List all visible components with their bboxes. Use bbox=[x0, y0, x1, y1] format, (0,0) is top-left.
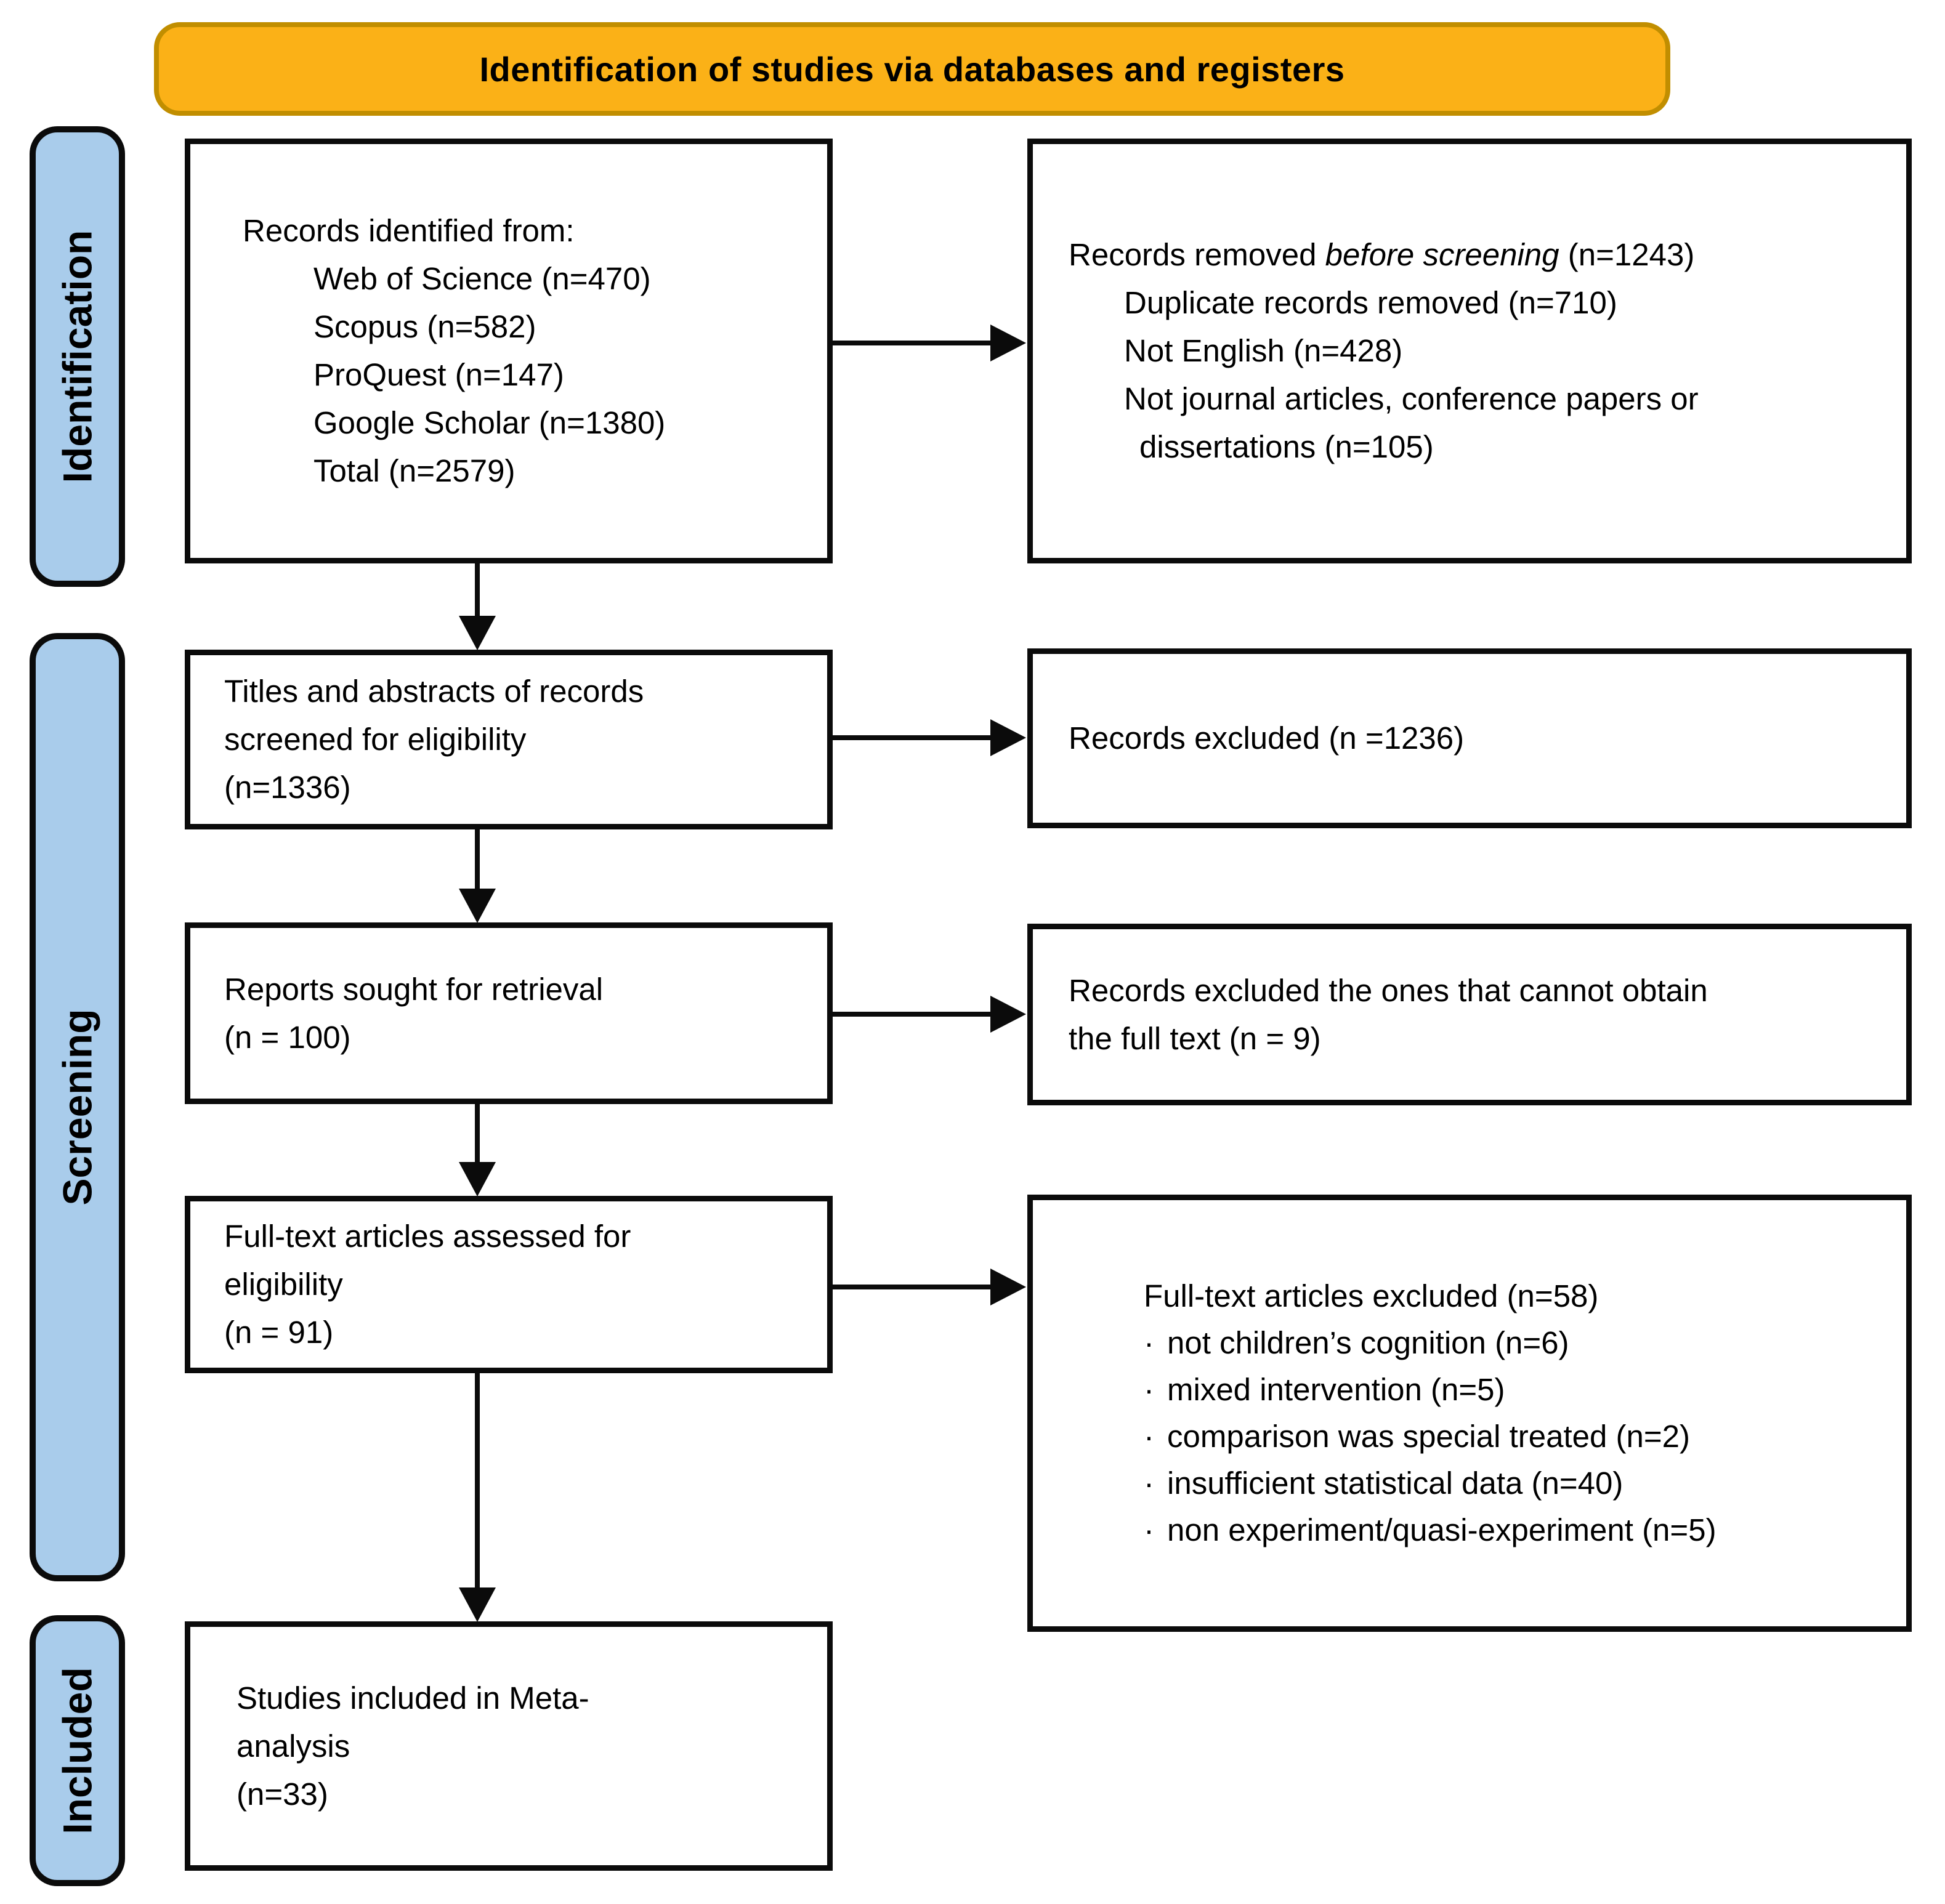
arrow-head-v2 bbox=[459, 889, 496, 923]
box-fulltext-excluded: Full-text articles excluded (n=58) · not … bbox=[1027, 1195, 1912, 1632]
text-line: (n=1336) bbox=[224, 770, 351, 805]
arrow-head-v3 bbox=[459, 1162, 496, 1196]
text-line: Scopus (n=582) bbox=[313, 309, 536, 344]
stage-label-included: Included bbox=[54, 1667, 100, 1834]
text-line: Records removed before screening (n=1243… bbox=[1069, 231, 1906, 279]
text-line: analysis bbox=[237, 1728, 350, 1764]
arrow-line-v3 bbox=[475, 1104, 480, 1162]
box-titles-screened: Titles and abstracts of records screened… bbox=[185, 650, 833, 829]
box-reports-sought: Reports sought for retrieval (n = 100) bbox=[185, 922, 833, 1104]
text-line: Not journal articles, conference papers … bbox=[1124, 381, 1699, 416]
text-line: (n = 100) bbox=[224, 1019, 351, 1055]
text-line: screened for eligibility bbox=[224, 722, 527, 757]
text-line: ProQuest (n=147) bbox=[313, 357, 564, 392]
bullet-dot: · bbox=[1144, 1325, 1154, 1360]
text-line: Not English (n=428) bbox=[1124, 333, 1403, 368]
bullet-dot: · bbox=[1144, 1419, 1154, 1454]
arrow-line-v4 bbox=[475, 1373, 480, 1587]
box-records-excluded: Records excluded (n =1236) bbox=[1027, 648, 1912, 828]
text-line: Studies included in Meta- bbox=[237, 1680, 589, 1716]
box-fulltext-assessed: Full-text articles assessed for eligibil… bbox=[185, 1196, 833, 1373]
text-segment: (n=1243) bbox=[1559, 237, 1695, 272]
text-line: Total (n=2579) bbox=[313, 453, 516, 488]
arrow-head-row2 bbox=[990, 719, 1026, 756]
text-line: mixed intervention (n=5) bbox=[1167, 1372, 1505, 1407]
arrow-head-v1 bbox=[459, 616, 496, 650]
text-line: Titles and abstracts of records bbox=[224, 674, 644, 709]
text-line: Records excluded (n =1236) bbox=[1069, 720, 1465, 756]
bullet-item: · non experiment/quasi-experiment (n=5) bbox=[1144, 1507, 1906, 1554]
text-line: comparison was special treated (n=2) bbox=[1167, 1419, 1690, 1454]
bullet-dot: · bbox=[1144, 1512, 1154, 1547]
bullet-dot: · bbox=[1144, 1372, 1154, 1407]
stage-bar-screening: Screening bbox=[30, 633, 125, 1581]
text-line: Full-text articles assessed for bbox=[224, 1219, 631, 1254]
arrow-head-row1 bbox=[990, 325, 1026, 361]
text-line: Reports sought for retrieval bbox=[224, 971, 604, 1007]
text-line: Google Scholar (n=1380) bbox=[313, 405, 666, 440]
text-line: not children’s cognition (n=6) bbox=[1167, 1325, 1569, 1360]
text-line: Duplicate records removed (n=710) bbox=[1124, 285, 1617, 320]
text-line: dissertations (n=105) bbox=[1139, 429, 1434, 464]
box-studies-included: Studies included in Meta- analysis (n=33… bbox=[185, 1621, 833, 1871]
box-records-removed: Records removed before screening (n=1243… bbox=[1027, 139, 1912, 563]
text-line: non experiment/quasi-experiment (n=5) bbox=[1167, 1512, 1717, 1547]
arrow-line-row4 bbox=[833, 1285, 994, 1289]
title-banner: Identification of studies via databases … bbox=[154, 22, 1670, 116]
text-line: (n = 91) bbox=[224, 1315, 334, 1350]
arrow-head-row3 bbox=[990, 996, 1026, 1033]
text-line: insufficient statistical data (n=40) bbox=[1167, 1466, 1624, 1501]
arrow-line-v2 bbox=[475, 829, 480, 889]
text-line: (n=33) bbox=[237, 1776, 328, 1812]
bullet-item: · insufficient statistical data (n=40) bbox=[1144, 1460, 1906, 1507]
bullet-item: · comparison was special treated (n=2) bbox=[1144, 1413, 1906, 1460]
arrow-head-v4 bbox=[459, 1587, 496, 1622]
bullet-item: · not children’s cognition (n=6) bbox=[1144, 1320, 1906, 1366]
stage-bar-included: Included bbox=[30, 1615, 125, 1886]
bullet-item: · mixed intervention (n=5) bbox=[1144, 1366, 1906, 1413]
arrow-line-row1 bbox=[833, 341, 994, 345]
arrow-line-row3 bbox=[833, 1012, 994, 1017]
text-line: Full-text articles excluded (n=58) bbox=[1144, 1278, 1599, 1313]
box-records-identified: Records identified from: Web of Science … bbox=[185, 139, 833, 563]
text-line: eligibility bbox=[224, 1267, 343, 1302]
text-line: Records identified from: bbox=[243, 213, 575, 248]
text-line: Records excluded the ones that cannot ob… bbox=[1069, 972, 1708, 1008]
arrow-line-row2 bbox=[833, 735, 994, 740]
box-records-excluded-no-fulltext: Records excluded the ones that cannot ob… bbox=[1027, 924, 1912, 1105]
arrow-head-row4 bbox=[990, 1269, 1026, 1305]
stage-bar-identification: Identification bbox=[30, 126, 125, 587]
text-segment: Records removed bbox=[1069, 237, 1325, 272]
text-line: Web of Science (n=470) bbox=[313, 261, 651, 296]
stage-label-screening: Screening bbox=[54, 1009, 100, 1206]
diagram-title: Identification of studies via databases … bbox=[479, 49, 1345, 89]
stage-label-identification: Identification bbox=[54, 230, 100, 483]
text-segment-italic: before screening bbox=[1325, 237, 1559, 272]
bullet-dot: · bbox=[1144, 1466, 1154, 1501]
arrow-line-v1 bbox=[475, 563, 480, 618]
text-line: the full text (n = 9) bbox=[1069, 1020, 1321, 1056]
